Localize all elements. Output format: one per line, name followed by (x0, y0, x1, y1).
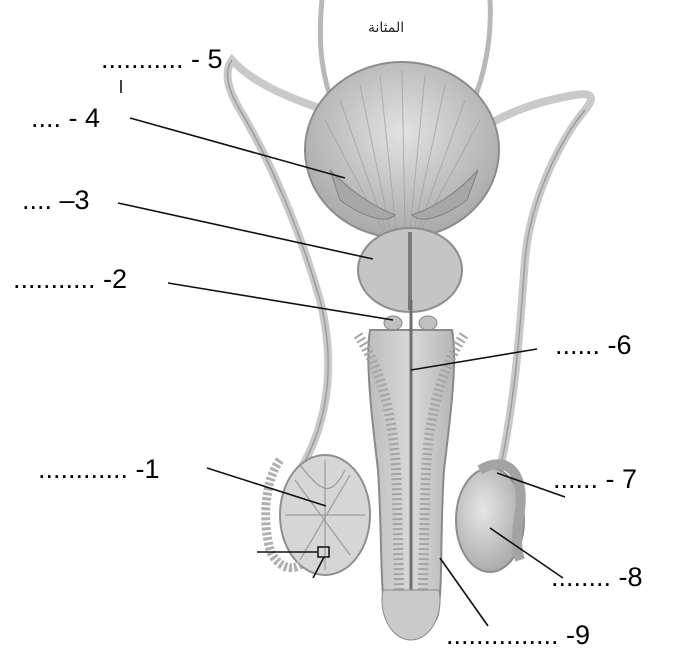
label-8: ........ -8 (551, 564, 643, 591)
label-1: ............ -1 (38, 456, 160, 483)
label-2: ........... -2 (13, 266, 127, 293)
label-7: ...... - 7 (553, 466, 637, 493)
label-3: .... –3 (22, 187, 90, 214)
label-4: .... - 4 (31, 105, 100, 132)
label-9: ............... -9 (446, 622, 590, 649)
bladder-caption: المثانة (368, 20, 404, 36)
label-6: ...... -6 (555, 332, 632, 359)
bulbourethral-gland-right (419, 316, 437, 330)
leader-2 (168, 283, 393, 320)
bulbourethral-gland-left (384, 316, 402, 330)
label-5: ........... - 5 (101, 46, 223, 73)
glans (382, 590, 440, 640)
